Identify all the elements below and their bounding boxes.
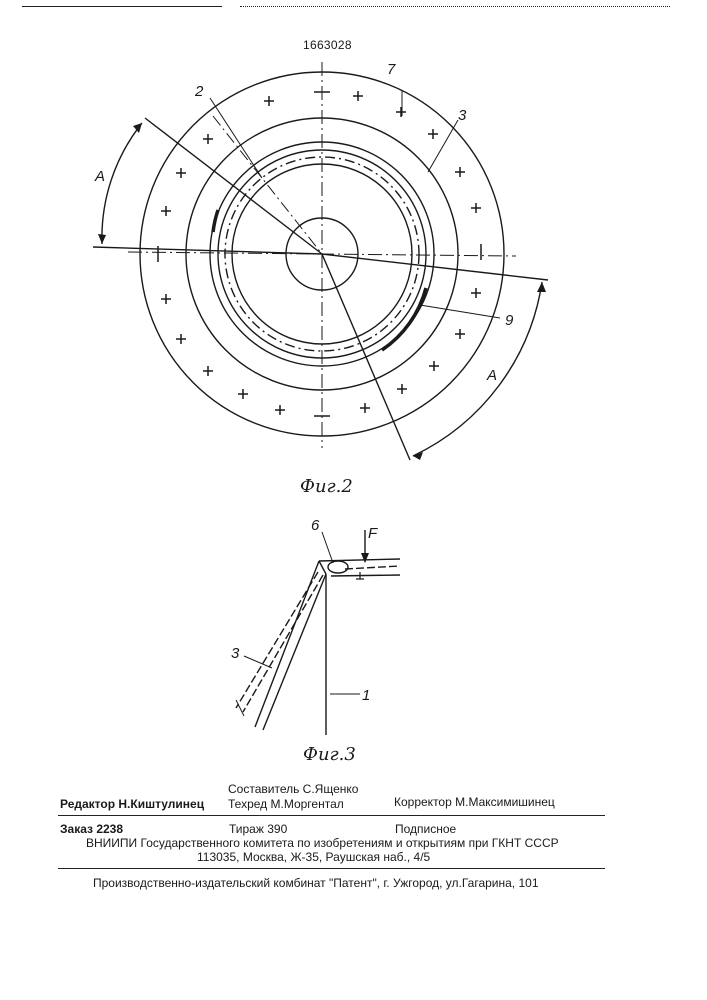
plus-mark (471, 203, 481, 213)
vniipi: ВНИИПИ Государственного комитета по изоб… (86, 836, 559, 850)
plus-mark (428, 129, 438, 139)
leader-9 (420, 305, 500, 318)
plus-mark (455, 167, 465, 177)
editor: Редактор Н.Киштулинец (60, 797, 204, 811)
part-3-dashed-outer (236, 572, 318, 708)
plus-mark (176, 168, 186, 178)
label-A-right: A (486, 367, 497, 384)
leader-3-fig3 (244, 656, 272, 668)
label-6: 6 (311, 517, 320, 534)
imprint-rule-2 (58, 868, 605, 869)
arc-A-right (413, 282, 542, 456)
plus-mark (353, 91, 363, 101)
figure-3-caption: Фиг.3 (303, 744, 356, 765)
label-F: F (368, 525, 378, 542)
plus-mark (360, 403, 370, 413)
part-3-end-tick (236, 700, 244, 716)
corrector: Корректор М.Максимишинец (394, 795, 555, 809)
plus-mark (264, 96, 274, 106)
label-3: 3 (458, 107, 467, 124)
element-6 (328, 561, 348, 573)
figure-3 (236, 530, 400, 735)
sector-line-upper (145, 118, 322, 254)
leader-6 (322, 532, 333, 563)
plus-mark (238, 389, 248, 399)
arc-A-left (102, 123, 142, 244)
plus-mark (275, 405, 285, 415)
publisher: Производственно-издательский комбинат "П… (93, 876, 539, 890)
plus-mark (161, 206, 171, 216)
plus-mark (429, 361, 439, 371)
plate-bottom (331, 575, 400, 576)
subscription: Подписное (395, 822, 456, 836)
plus-mark (203, 134, 213, 144)
plate-top (319, 559, 400, 561)
contact-segment-left (213, 210, 218, 232)
plus-mark (161, 294, 171, 304)
plus-mark (471, 288, 481, 298)
leader-3 (428, 120, 458, 172)
part-3-inner (263, 574, 326, 730)
arrowhead (98, 234, 106, 244)
label-7: 7 (387, 61, 396, 78)
plus-mark (397, 384, 407, 394)
figure-2-caption: Фиг.2 (300, 476, 353, 497)
label-3-fig3: 3 (231, 645, 240, 662)
label-1: 1 (362, 687, 370, 704)
plus-mark (396, 107, 406, 117)
label-2: 2 (194, 83, 204, 100)
plus-mark (455, 329, 465, 339)
techred: Техред М.Моргентал (228, 797, 344, 811)
figure-2 (93, 62, 548, 460)
plus-mark (203, 366, 213, 376)
label-A-left: A (94, 168, 105, 185)
compiler: Составитель С.Ященко (228, 782, 358, 796)
arrowhead (133, 123, 142, 133)
dash-dot-radial (213, 116, 322, 254)
imprint-rule-1 (58, 815, 605, 816)
part-3-dashed-inner (243, 575, 323, 712)
arrowhead (537, 282, 546, 292)
order: Заказ 2238 (60, 822, 123, 836)
force-arrow-head (361, 553, 369, 563)
label-9: 9 (505, 312, 514, 329)
address: 113035, Москва, Ж-35, Раушская наб., 4/5 (197, 850, 430, 864)
circulation: Тираж 390 (229, 822, 287, 836)
part-1-corner (319, 561, 326, 574)
plus-mark (176, 334, 186, 344)
plate-dashed (345, 566, 400, 569)
